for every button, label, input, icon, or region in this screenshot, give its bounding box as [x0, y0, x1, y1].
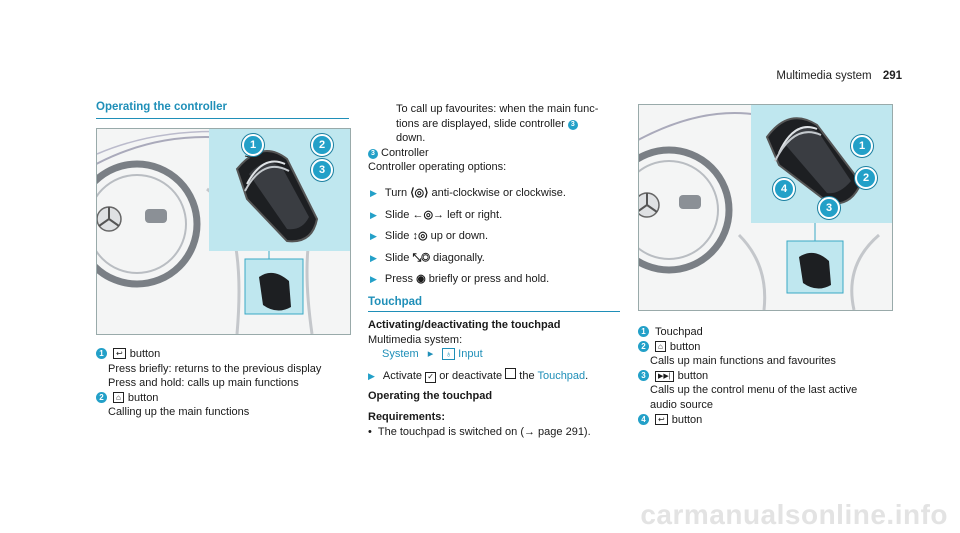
col2-top: To call up favourites: when the main fun… [368, 102, 624, 175]
legend-desc: Press briefly: returns to the previous d… [108, 362, 322, 375]
favourites-line-1: To call up favourites: when the main fun… [396, 103, 599, 115]
controller-figure: 1 2 3 [96, 128, 351, 335]
figure-callout-2: 2 [855, 167, 877, 189]
legend-desc: Calls up the control menu of the last ac… [650, 384, 858, 397]
legend-number: 1 [96, 348, 107, 359]
input-icon: ♁ [442, 348, 456, 361]
col2-touchpad: Activating/deactivating the touchpad Mul… [368, 318, 623, 439]
slide-diagonal-icon: ⤡◎ [412, 251, 430, 264]
activate-line: ▶Activate ✓ or deactivate the Touchpad. [368, 367, 589, 383]
options-title: Controller operating options: [368, 161, 507, 174]
section-title-controller: Operating the controller [96, 101, 227, 113]
option-slide-diag: ▶Slide ⤡◎ diagonally. [370, 251, 485, 264]
operating-title: Operating the touchpad [368, 390, 493, 403]
path-separator: ▸ [427, 348, 434, 361]
watermark: carmanualsonline.info [640, 499, 948, 530]
back-icon: ↩ [113, 348, 126, 359]
legend-desc: audio source [650, 398, 713, 411]
legend-desc: Calling up the main functions [108, 406, 250, 419]
page-number: 291 [882, 70, 902, 82]
checkbox-checked-icon: ✓ [425, 371, 437, 383]
option-turn: ▶Turn ⟨◎⟩ anti-clockwise or clockwise. [370, 187, 566, 199]
legend-item-3: 3▶▶|button [638, 369, 908, 384]
section-rule [368, 311, 620, 312]
figure-callout-1: 1 [851, 135, 873, 157]
path-system: System [382, 348, 419, 361]
skip-icon: ▶▶| [655, 370, 674, 382]
legend-item-2: 2⌂button [638, 340, 908, 355]
requirements-line: •The touchpad is switched on (→ page 291… [368, 425, 591, 438]
section-name: Multimedia system [776, 70, 872, 82]
ms-label: Multimedia system: [368, 333, 463, 346]
activate-title: Activating/deactivating the touchpad [368, 319, 561, 331]
page-header: Multimedia system 291 [776, 70, 902, 82]
back-icon: ↩ [655, 413, 668, 425]
home-icon: ⌂ [655, 340, 666, 352]
section-title-touchpad: Touchpad [368, 296, 423, 308]
touchpad-illustration [639, 105, 892, 310]
favourites-line-2: tions are displayed, slide controller 3 [384, 117, 624, 132]
figure-callout-4: 4 [773, 178, 795, 200]
option-slide-lr: ▶Slide ←◎→ left or right. [370, 208, 503, 221]
press-controller-icon: ◉ [416, 273, 426, 286]
option-press: ▶Press ◉ briefly or press and hold. [370, 273, 550, 286]
figure-callout-3: 3 [818, 197, 840, 219]
menu-path: System ▸ ♁ Input [368, 347, 623, 362]
figure-callout-1: 1 [242, 134, 264, 156]
legend-number: 2 [96, 391, 107, 403]
legend-item-2: 2 ⌂button [96, 391, 356, 406]
legend-desc: Press and hold: calls up main functions [108, 377, 299, 390]
option-slide-ud: ▶Slide ↕◎ up or down. [370, 230, 489, 243]
requirements-title: Requirements: [368, 410, 446, 423]
turn-controller-icon: ⟨◎⟩ [410, 187, 429, 199]
path-input: Input [458, 348, 483, 361]
checkbox-empty-icon [505, 367, 517, 379]
options-list: ▶Turn ⟨◎⟩ anti-clockwise or clockwise. ▶… [370, 186, 620, 287]
slide-ud-icon: ↕◎ [412, 230, 428, 243]
ref-number: 3 [567, 119, 578, 130]
figure-callout-2: 2 [311, 134, 333, 156]
legend-item-1: 1 ↩button [96, 347, 356, 362]
section-rule [96, 118, 349, 119]
legend-label: button [129, 348, 161, 360]
legend-desc: Calls up main functions and favourites [650, 355, 836, 368]
legend-item-4: 4↩button [638, 413, 908, 428]
favourites-line-3: down. [396, 132, 426, 145]
home-icon: ⌂ [113, 391, 124, 403]
slide-lr-icon: ←◎→ [412, 208, 445, 221]
col1-legend: 1↩button Press briefly: returns to the p… [96, 347, 356, 420]
figure-callout-3: 3 [311, 159, 333, 181]
controller-illustration [97, 129, 350, 334]
touchpad-figure: 1 2 3 4 [638, 104, 893, 311]
touchpad-link: Touchpad [537, 369, 586, 382]
legend-label: button [127, 391, 159, 404]
